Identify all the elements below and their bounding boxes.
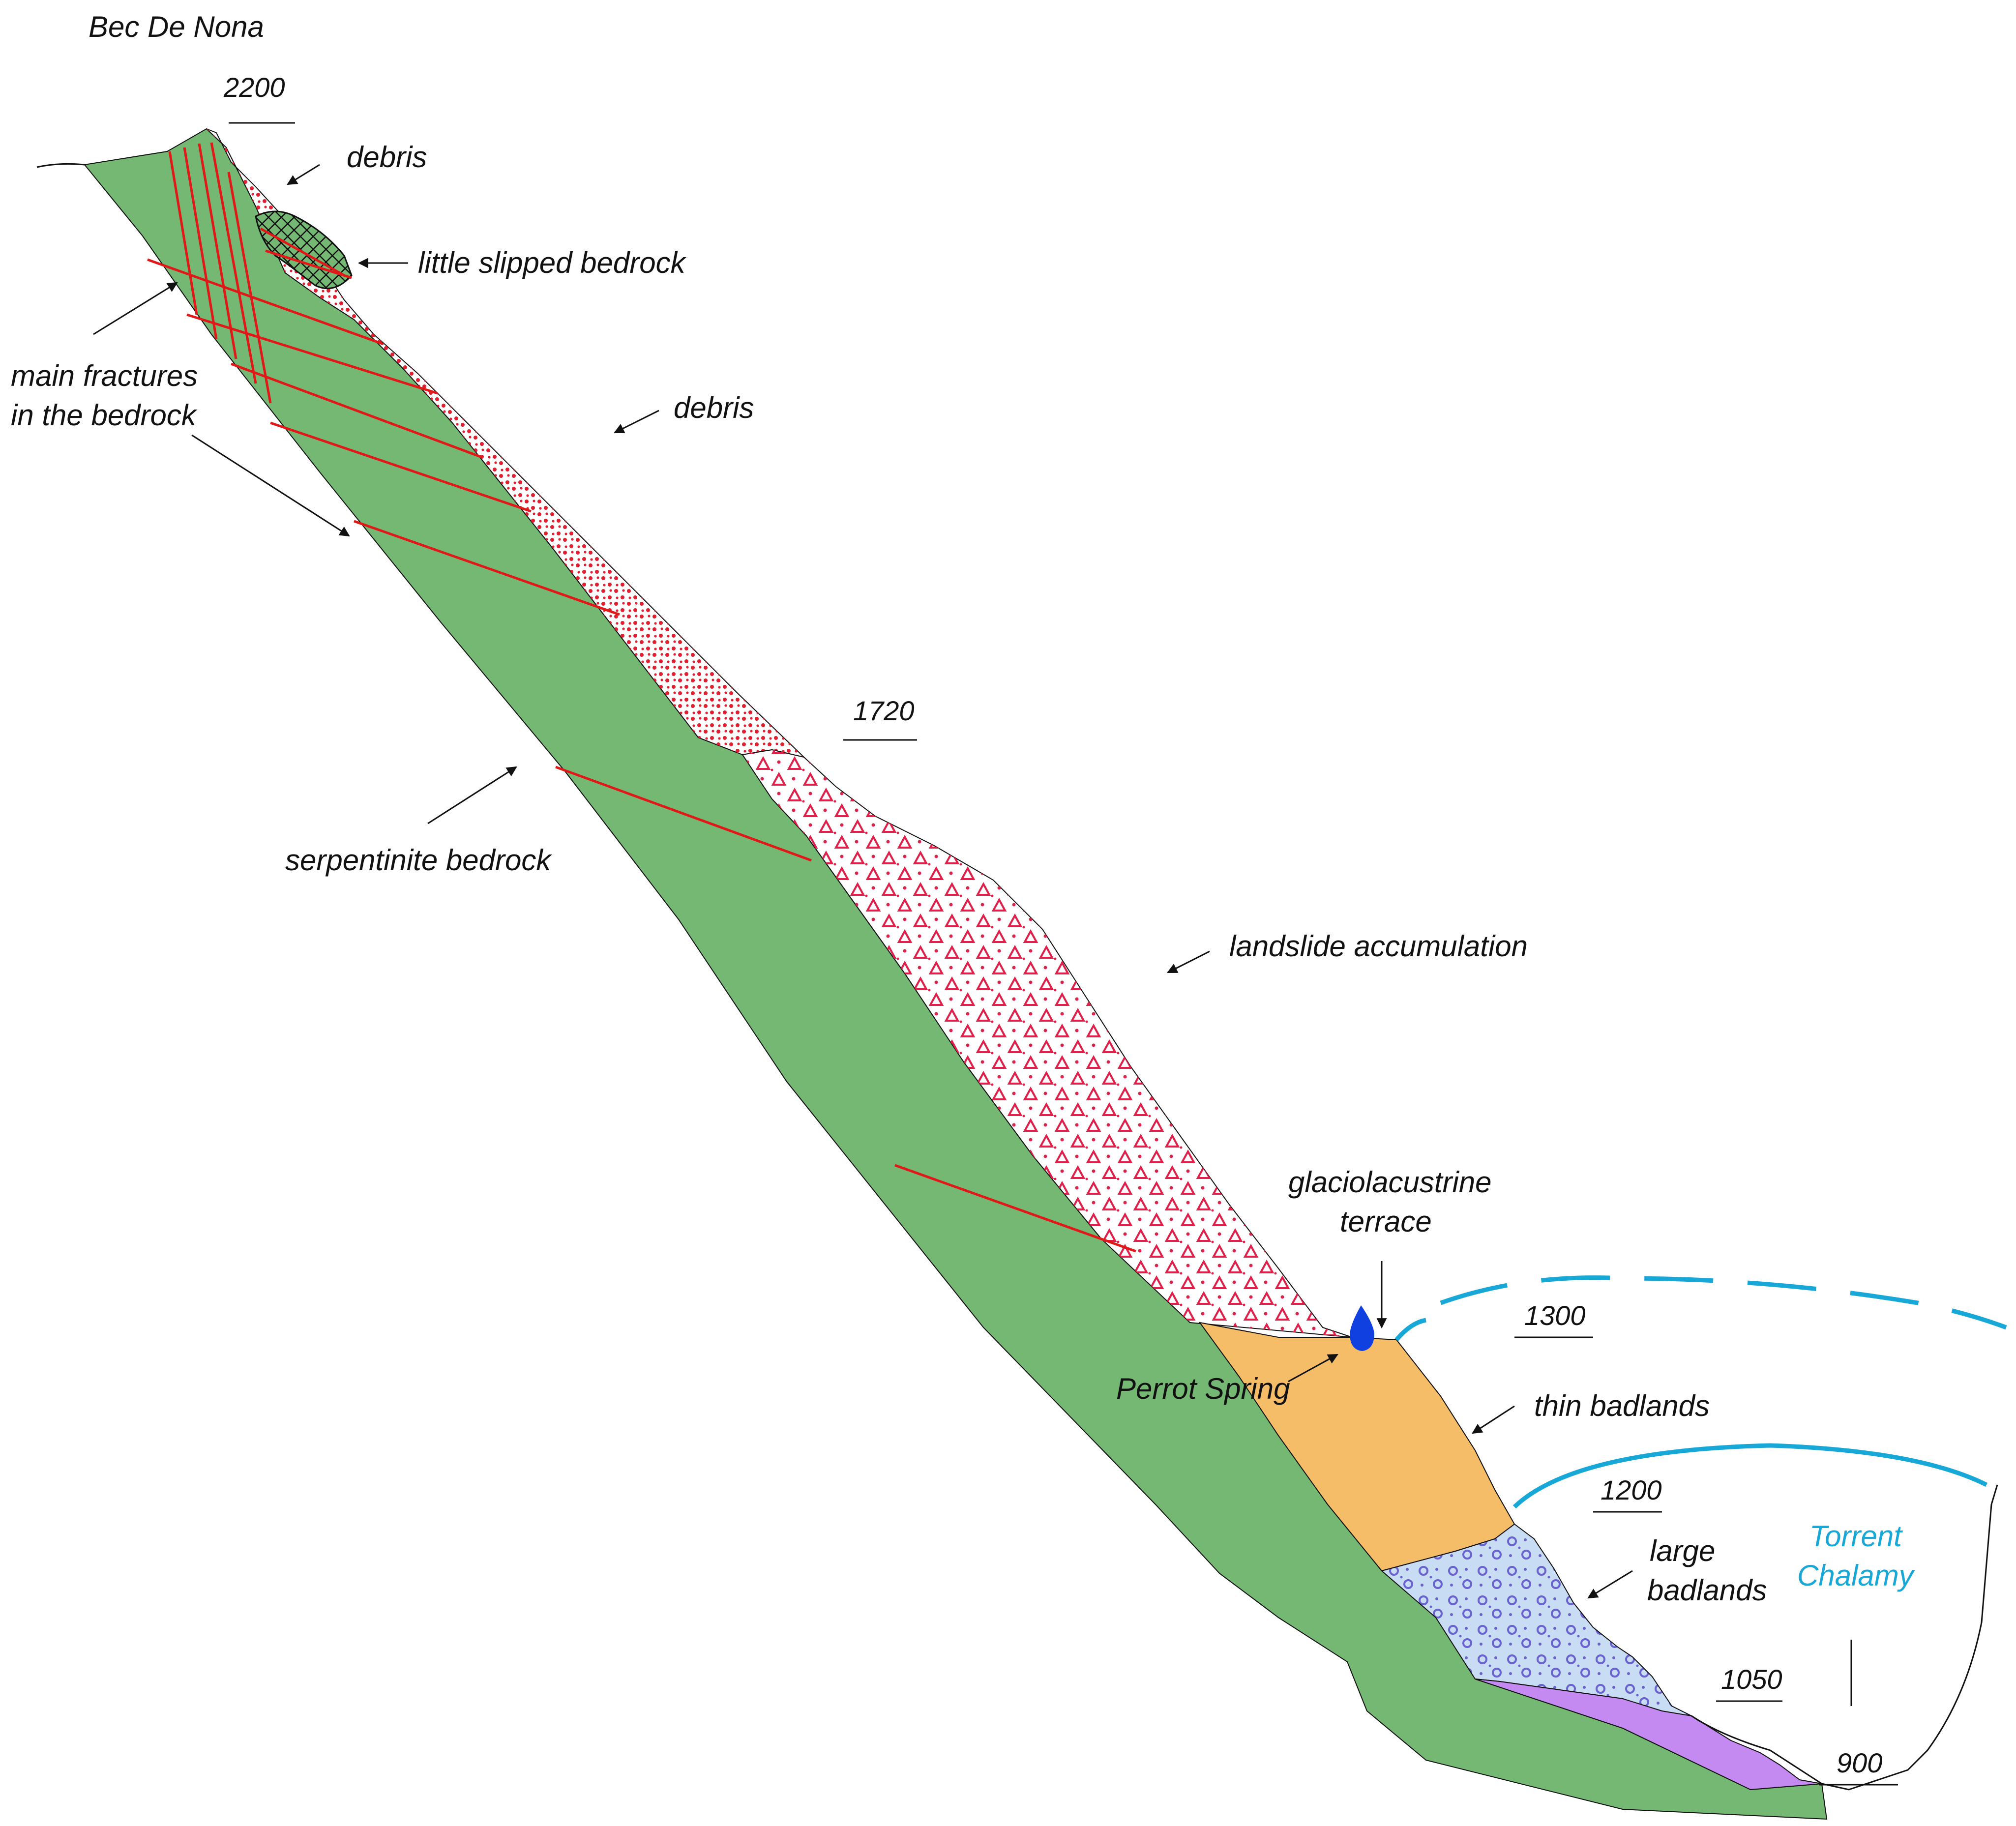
elevation-1200: 1200 — [1601, 1474, 1662, 1505]
elevation-1050: 1050 — [1721, 1664, 1782, 1695]
label-perrot-spring: Perrot Spring — [1116, 1372, 1290, 1405]
label-debris-top: debris — [347, 141, 427, 174]
main-fractures — [147, 142, 1136, 1253]
perrot-spring-icon — [1350, 1305, 1374, 1351]
elevation-900: 900 — [1837, 1747, 1882, 1778]
label-large: large — [1650, 1534, 1715, 1567]
terrace-lake-line — [1394, 1275, 2007, 1341]
valley-profile — [1691, 1484, 1998, 1791]
label-debris-mid: debris — [674, 391, 754, 424]
label-glaciolacustrine: glaciolacustrine — [1288, 1166, 1492, 1199]
label-landslide-accumulation: landslide accumulation — [1229, 930, 1528, 963]
label-in-the-bedrock: in the bedrock — [11, 399, 198, 432]
label-badlands: badlands — [1647, 1574, 1767, 1607]
elevation-2200: 2200 — [223, 72, 285, 103]
bottom-layer — [1475, 1679, 1822, 1791]
label-thin-badlands: thin badlands — [1534, 1389, 1710, 1422]
torrent-chalamy-line — [1512, 1443, 1988, 1509]
pointer-arrows — [93, 164, 1633, 1599]
label-terrace: terrace — [1340, 1205, 1432, 1238]
elevation-1720: 1720 — [853, 695, 915, 726]
elevation-1300: 1300 — [1524, 1300, 1586, 1331]
label-torrent: Torrent — [1809, 1520, 1903, 1553]
label-main-fractures: main fractures — [11, 359, 198, 392]
elevation-underlines — [229, 122, 1898, 1786]
ground-line-left — [36, 163, 85, 168]
title: Bec De Nona — [89, 10, 264, 43]
label-serpentinite-bedrock: serpentinite bedrock — [285, 844, 552, 877]
label-chalamy: Chalamy — [1797, 1559, 1916, 1592]
landslide-pattern — [742, 750, 1352, 1337]
label-little-slipped-bedrock: little slipped bedrock — [418, 246, 687, 279]
